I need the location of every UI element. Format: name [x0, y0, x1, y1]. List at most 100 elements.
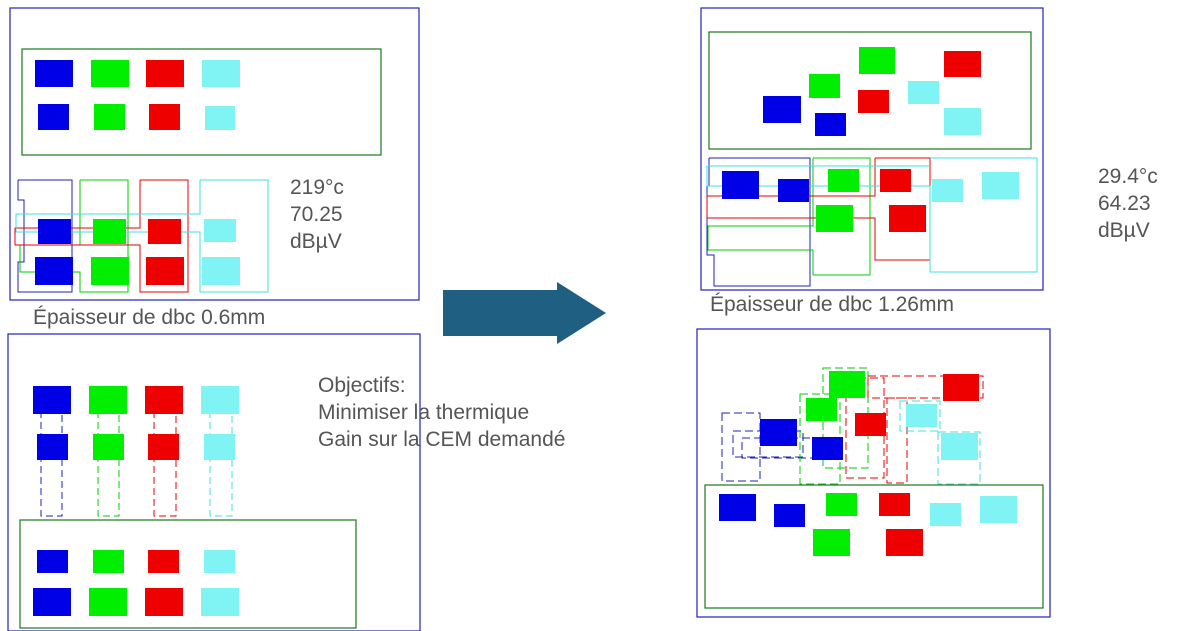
- chip-blue: [38, 104, 69, 130]
- chip-blue: [815, 113, 846, 136]
- chip-green: [93, 219, 126, 244]
- right-metrics: 29.4°c 64.23 dBµV: [1098, 163, 1158, 244]
- chip-cyan: [906, 404, 937, 427]
- objective-item: Gain sur la CEM demandé: [318, 428, 566, 451]
- chip-cyan: [205, 106, 235, 130]
- component-group-outline: [704, 484, 1044, 609]
- chip-green: [816, 205, 853, 232]
- panel-top-left: [9, 7, 420, 301]
- chip-cyan: [941, 433, 978, 460]
- chip-cyan: [204, 550, 235, 573]
- chip-blue: [37, 434, 68, 460]
- panel-frame: [7, 333, 421, 631]
- right-emi-unit: dBµV: [1098, 219, 1150, 242]
- dashed-outline-red: [886, 397, 908, 484]
- left-temperature: 219°c: [290, 176, 344, 199]
- chip-blue: [37, 550, 68, 573]
- left-emi-value: 70.25: [290, 203, 343, 226]
- panel-top-right: [700, 7, 1044, 291]
- component-group-outline: [21, 48, 382, 156]
- chip-cyan: [204, 219, 236, 242]
- chip-cyan: [204, 434, 235, 460]
- chip-red: [145, 386, 183, 414]
- chip-cyan: [201, 386, 239, 414]
- chip-green: [91, 60, 129, 87]
- chip-red: [148, 550, 179, 573]
- chip-blue: [778, 179, 809, 202]
- chip-cyan: [202, 257, 240, 285]
- chip-red: [148, 434, 179, 460]
- chip-green: [829, 371, 865, 398]
- objectives: Objectifs: Minimiser la thermique Gain s…: [318, 372, 565, 453]
- chip-green: [94, 104, 125, 130]
- chip-green: [813, 529, 850, 556]
- chip-red: [855, 413, 886, 436]
- right-emi-value: 64.23: [1098, 192, 1151, 215]
- dashed-outline-red: [867, 375, 984, 399]
- panel-frame: [700, 7, 1044, 291]
- chip-red: [886, 529, 923, 556]
- component-group-outline: [708, 31, 1032, 150]
- trace-cyan: [706, 157, 1038, 273]
- component-group-outline: [19, 519, 357, 629]
- right-temperature: 29.4°c: [1098, 165, 1158, 188]
- dashed-outline-cyan: [899, 400, 941, 432]
- trace-green: [707, 157, 871, 276]
- objective-item: Minimiser la thermique: [318, 401, 530, 424]
- chip-blue: [33, 588, 71, 616]
- chip-red: [146, 257, 184, 285]
- chip-green: [93, 550, 124, 573]
- chip-cyan: [982, 172, 1019, 199]
- chip-red: [943, 374, 979, 401]
- chip-green: [93, 434, 124, 460]
- chip-cyan: [932, 179, 963, 202]
- chip-green: [806, 398, 837, 421]
- chip-blue: [812, 437, 843, 460]
- chip-cyan: [930, 503, 961, 526]
- chip-red: [146, 60, 184, 87]
- trace-blue: [17, 179, 73, 293]
- chip-red: [149, 104, 180, 130]
- dashed-outline-cyan: [937, 431, 981, 485]
- chip-green: [859, 47, 895, 74]
- panel-bottom-left: [7, 333, 421, 631]
- arrow-right-icon: [443, 282, 606, 344]
- left-metrics: 219°c 70.25 dBµV: [290, 174, 344, 255]
- chip-cyan: [944, 108, 981, 135]
- chip-green: [89, 386, 127, 414]
- chip-red: [148, 219, 181, 244]
- panel-frame: [696, 328, 1051, 618]
- chip-red: [944, 51, 981, 77]
- chip-green: [89, 588, 127, 616]
- chip-blue: [774, 504, 805, 527]
- panel-frame: [9, 7, 420, 301]
- chip-blue: [763, 96, 801, 123]
- chip-cyan: [202, 60, 240, 87]
- left-caption: Épaisseur de dbc 0.6mm: [33, 306, 266, 329]
- panel-bottom-right: [696, 328, 1051, 618]
- chip-green: [828, 169, 859, 192]
- objectives-heading: Objectifs:: [318, 374, 406, 397]
- chip-red: [879, 493, 910, 516]
- chip-red: [880, 169, 911, 192]
- chip-green: [91, 257, 129, 285]
- trace-cyan: [15, 179, 269, 293]
- chip-cyan: [908, 81, 939, 104]
- chip-blue: [760, 419, 797, 446]
- chip-red: [145, 588, 183, 616]
- chip-blue: [722, 171, 759, 199]
- right-caption: Épaisseur de dbc 1.26mm: [710, 293, 954, 316]
- chip-green: [809, 74, 840, 98]
- chip-blue: [35, 257, 73, 285]
- chip-cyan: [201, 588, 239, 616]
- chip-blue: [33, 386, 71, 414]
- chip-red: [858, 90, 889, 113]
- chip-blue: [719, 494, 756, 521]
- left-emi-unit: dBµV: [290, 230, 342, 253]
- dashed-outline-blue: [721, 412, 761, 482]
- chip-red: [889, 205, 926, 232]
- chip-blue: [38, 219, 71, 244]
- chip-cyan: [980, 496, 1017, 523]
- chip-blue: [35, 60, 73, 87]
